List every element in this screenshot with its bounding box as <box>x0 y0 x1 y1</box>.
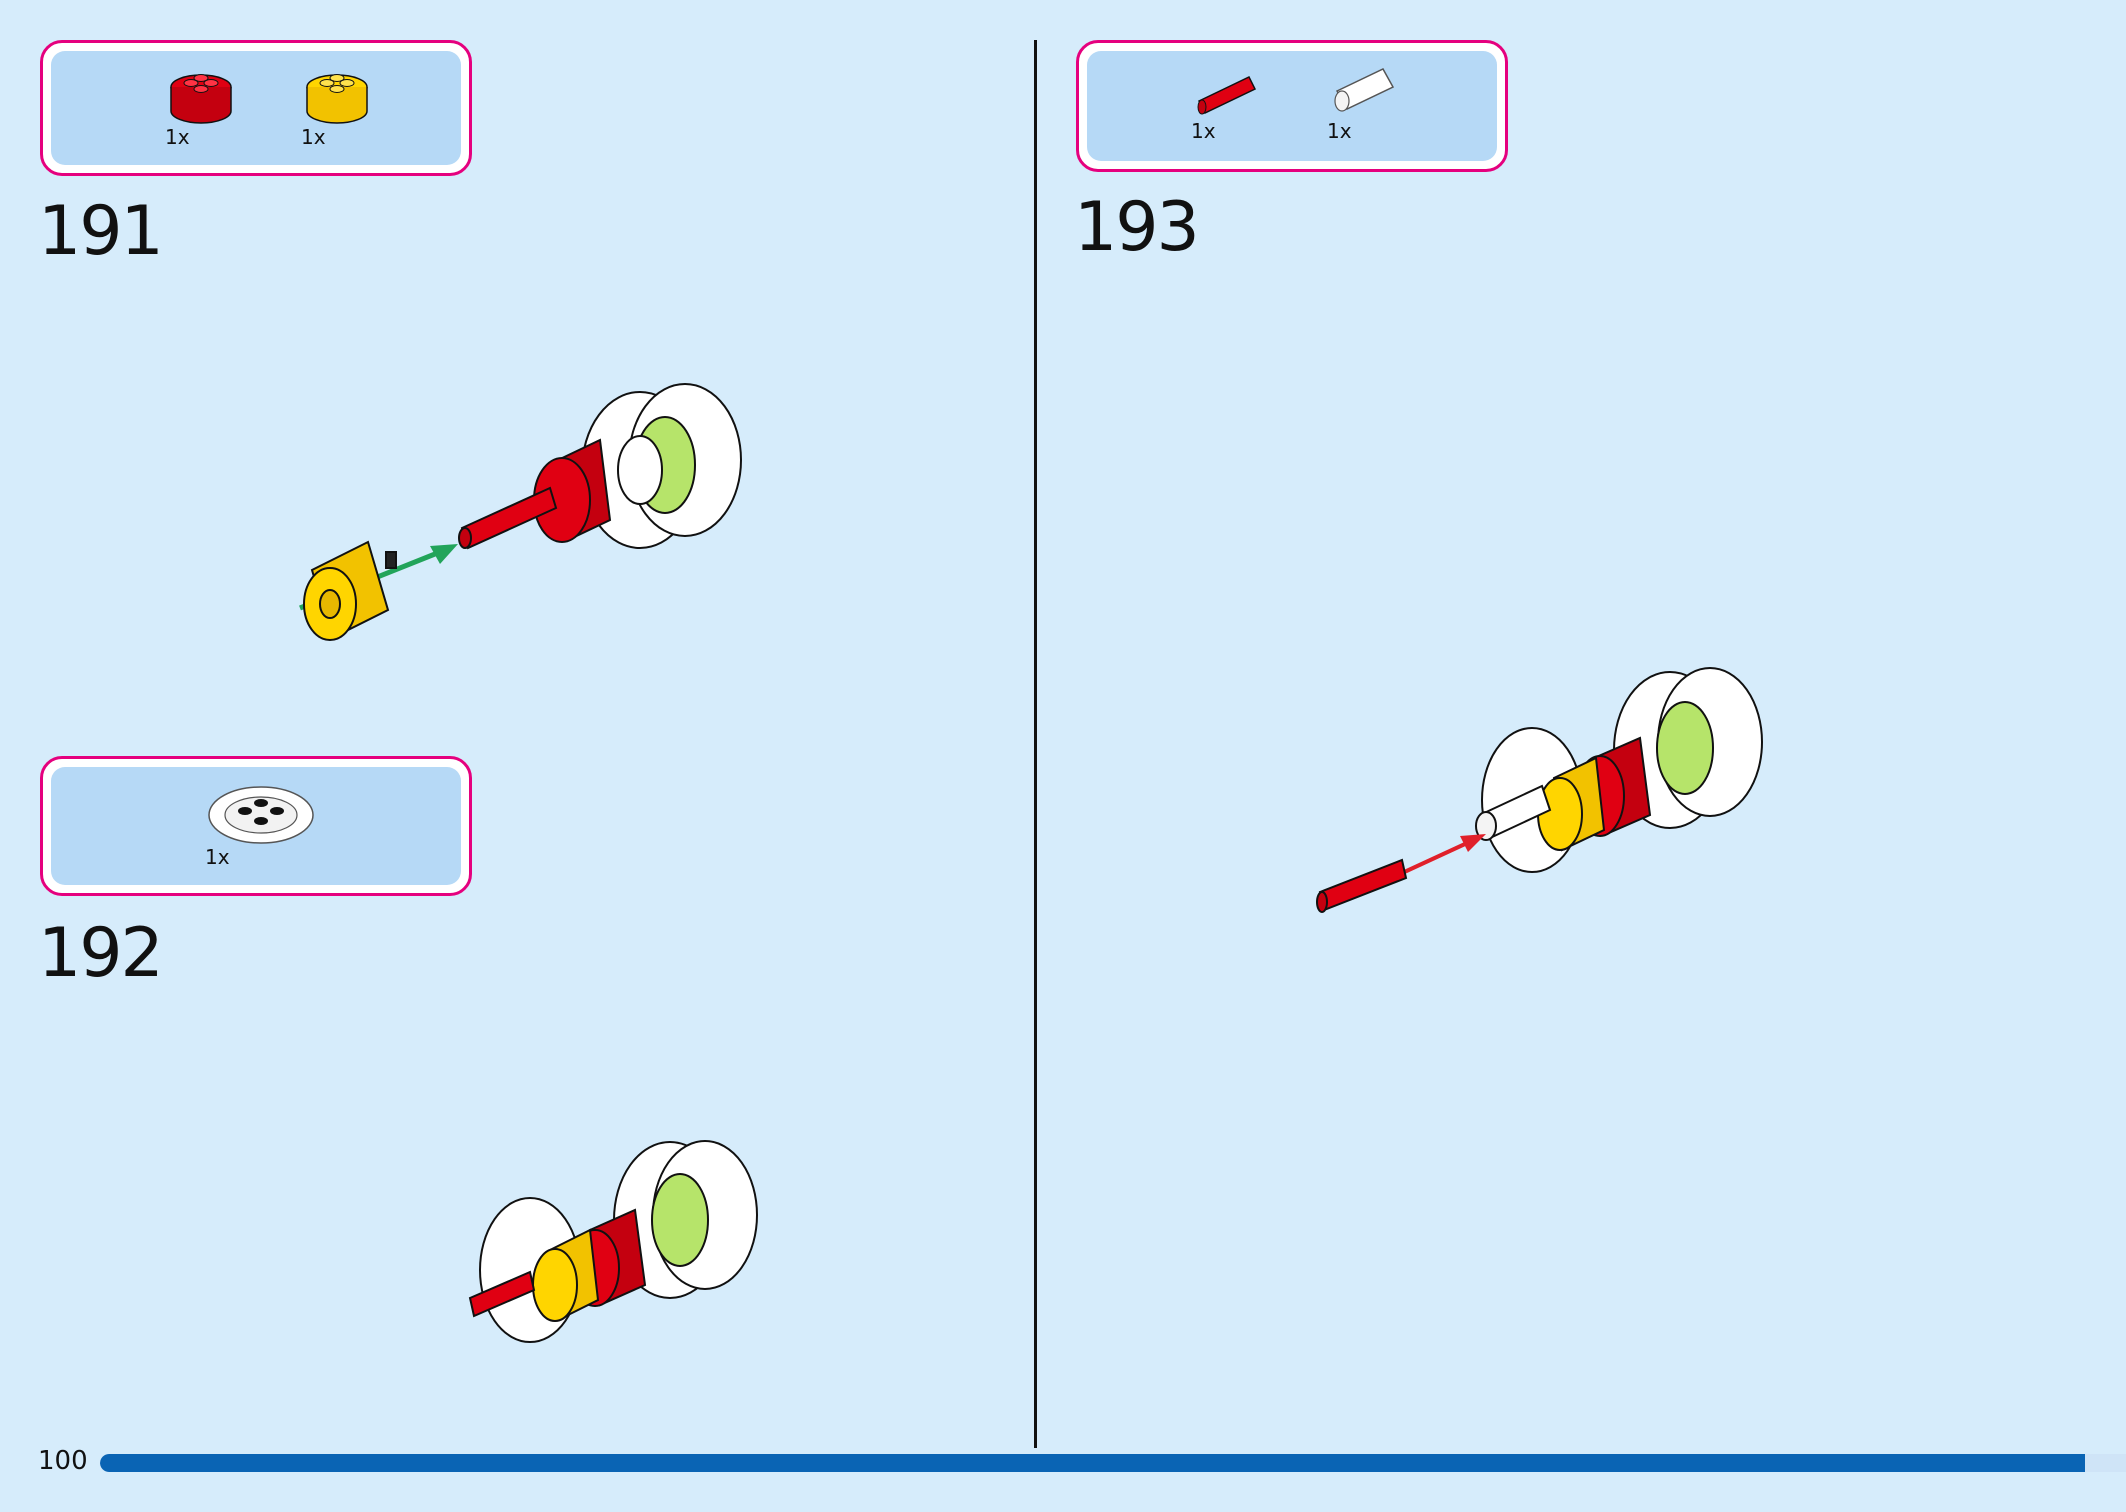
white-axle-part <box>1475 784 1552 841</box>
yellow-round-brick-icon <box>306 74 368 124</box>
part-quantity: 1x <box>1327 119 1352 143</box>
yellow-round-brick-part <box>532 1228 600 1322</box>
red-round-hub <box>533 438 612 543</box>
parts-box-step-193: 1x 1x <box>1076 40 1508 172</box>
step-number-191: 191 <box>38 192 164 271</box>
part-white-axle: 1x <box>1323 61 1403 143</box>
step-number-192: 192 <box>38 914 164 993</box>
yellow-round-brick-part <box>1537 756 1606 852</box>
part-red-round-brick: 1x <box>161 61 241 149</box>
parts-box-step-192: 1x <box>40 756 472 896</box>
build-illustration-step-193 <box>1316 667 1763 913</box>
white-wheel-assembly <box>581 383 742 549</box>
red-insert-arrow <box>1399 834 1486 876</box>
progress-bar-fill <box>100 1454 2086 1472</box>
step-number-193: 193 <box>1074 188 1200 267</box>
red-axle <box>458 486 558 550</box>
part-red-axle-pin: 1x <box>1187 61 1267 143</box>
page-divider <box>1034 40 1037 1448</box>
white-wheel-hub-icon <box>208 786 314 844</box>
part-quantity: 1x <box>165 125 190 149</box>
red-axle-pin-icon <box>1197 76 1257 115</box>
page-number: 100 <box>38 1446 88 1476</box>
build-illustration-step-191 <box>299 383 742 641</box>
part-quantity: 1x <box>1191 119 1216 143</box>
part-quantity: 1x <box>301 125 326 149</box>
parts-box-step-191: 1x 1x <box>40 40 472 176</box>
red-round-brick-icon <box>170 74 232 124</box>
red-axle-pin-part <box>1316 858 1408 913</box>
build-illustration-step-192 <box>468 1140 758 1343</box>
red-axle-end <box>468 1270 536 1318</box>
white-axle-icon <box>1334 68 1395 112</box>
yellow-round-brick-part <box>303 540 397 641</box>
part-yellow-round-brick: 1x <box>297 61 377 149</box>
progress-bar <box>100 1454 2126 1472</box>
part-quantity: 1x <box>205 845 230 869</box>
part-white-wheel-hub: 1x <box>201 775 321 869</box>
